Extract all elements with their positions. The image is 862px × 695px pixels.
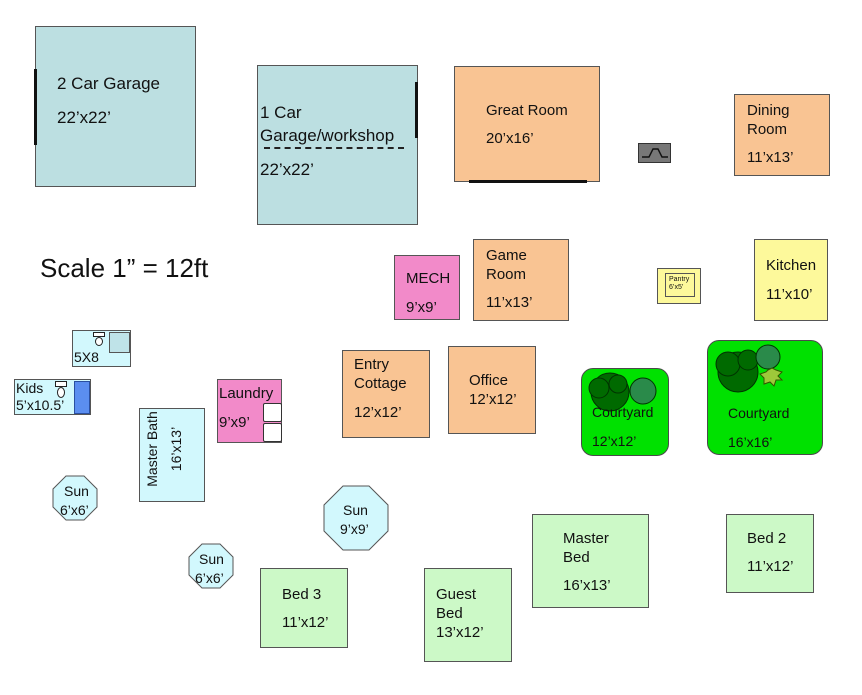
room-size: 9’x9’ [219, 414, 250, 431]
room-master-bed: Master Bed 16’x13’ [532, 514, 649, 608]
room-name-line1: Master [563, 530, 609, 547]
room-bed-2: Bed 2 11’x12’ [726, 514, 814, 593]
room-1-car-garage: 1 Car Garage/workshop 22’x22’ [257, 65, 418, 225]
room-office: Office 12’x12’ [448, 346, 536, 434]
room-bath-5x8: 5X8 [72, 330, 131, 367]
sun-small-name: Sun [199, 551, 224, 567]
room-name: Kitchen [766, 257, 817, 274]
great-room-opening [469, 180, 587, 183]
room-mech: MECH 9’x9’ [394, 255, 460, 320]
room-courtyard-small: Courtyard 12’x12’ [581, 368, 669, 456]
sun-left-size: 6’x6’ [60, 502, 89, 518]
room-name: Pantry [669, 276, 690, 283]
room-name: 2 Car Garage [57, 74, 160, 93]
room-size: 11’x12’ [282, 614, 329, 631]
room-laundry: Laundry 9’x9’ [217, 379, 282, 443]
room-name: Office [469, 372, 508, 389]
room-name-line2: Room [486, 266, 527, 283]
sun-mid-size: 9’x9’ [340, 521, 369, 537]
scale-label: Scale 1” = 12ft [40, 253, 209, 283]
room-size: 13’x12’ [436, 624, 484, 641]
room-bed-3: Bed 3 11’x12’ [260, 568, 348, 648]
room-size: 5X8 [74, 349, 99, 365]
toilet-icon [93, 332, 105, 346]
room-size: 5’x10.5’ [16, 397, 65, 413]
room-size: 22’x22’ [260, 160, 314, 179]
room-name-line2: Garage/workshop [260, 126, 395, 145]
room-size: 16’x13’ [563, 577, 611, 594]
garage-door [415, 82, 418, 138]
room-size: 16’x13’ [168, 426, 184, 472]
room-name-line1: 1 Car [260, 103, 302, 122]
sun-mid-name: Sun [343, 502, 368, 518]
room-sun-small [188, 543, 234, 589]
room-size: 16’x16’ [728, 434, 773, 450]
dryer-icon [263, 423, 282, 442]
room-sun-left [52, 475, 98, 521]
room-size: 11’x13’ [747, 149, 794, 166]
tree-icon [588, 372, 657, 412]
dashed-divider [264, 147, 404, 149]
sun-left-name: Sun [64, 483, 89, 499]
room-game: Game Room 11’x13’ [473, 239, 569, 321]
tub-icon [74, 381, 90, 414]
tree-icon [715, 344, 784, 393]
room-size: 12’x12’ [354, 404, 402, 421]
room-size: 9’x9’ [406, 299, 437, 316]
room-size: 11’x12’ [747, 558, 794, 575]
room-name: Great Room [486, 102, 568, 119]
washer-icon [263, 403, 282, 422]
room-name-line1: Guest [436, 586, 477, 603]
room-pantry: Pantry 6’x5’ [657, 268, 701, 304]
room-courtyard-large: Courtyard 16’x16’ [707, 340, 823, 455]
room-name-line1: Entry [354, 356, 390, 373]
room-size: 11’x13’ [486, 294, 533, 311]
room-name: Master Bath [144, 411, 160, 487]
toilet-icon [55, 381, 67, 399]
sun-small-size: 6’x6’ [195, 570, 224, 586]
room-2-car-garage: 2 Car Garage 22’x22’ [34, 26, 196, 187]
room-guest-bed: Guest Bed 13’x12’ [424, 568, 512, 662]
room-size: 6’x5’ [669, 284, 684, 291]
room-name: MECH [406, 270, 451, 287]
room-sun-mid [323, 485, 389, 551]
room-name: Kids [16, 380, 44, 396]
room-dining: Dining Room 11’x13’ [734, 94, 830, 176]
room-name: Bed 3 [282, 586, 322, 603]
room-size: 22’x22’ [57, 108, 111, 127]
room-great-room: Great Room 20’x16’ [454, 66, 600, 183]
room-size: 12’x12’ [469, 391, 517, 408]
room-name: Courtyard [728, 405, 790, 421]
room-size: 11’x10’ [766, 286, 813, 303]
room-name: Bed 2 [747, 530, 787, 547]
room-name-line2: Bed [563, 549, 590, 566]
room-size: 20’x16’ [486, 130, 534, 147]
room-name-line2: Cottage [354, 375, 407, 392]
room-name-line1: Dining [747, 102, 790, 119]
room-name-line2: Room [747, 121, 788, 138]
room-master-bath: Master Bath 16’x13’ [139, 408, 205, 502]
tub-icon [109, 332, 130, 353]
fireplace-icon [638, 143, 671, 163]
room-name: Courtyard [592, 404, 654, 420]
room-entry-cottage: Entry Cottage 12’x12’ [342, 350, 430, 438]
room-name-line1: Game [486, 247, 527, 264]
pantry-inner [665, 273, 695, 297]
room-size: 12’x12’ [592, 433, 637, 449]
room-kitchen: Kitchen 11’x10’ [754, 239, 828, 321]
room-name-line2: Bed [436, 605, 463, 622]
room-name: Laundry [219, 385, 274, 402]
garage-door [34, 69, 37, 145]
room-kids-bath: Kids 5’x10.5’ [14, 379, 91, 415]
